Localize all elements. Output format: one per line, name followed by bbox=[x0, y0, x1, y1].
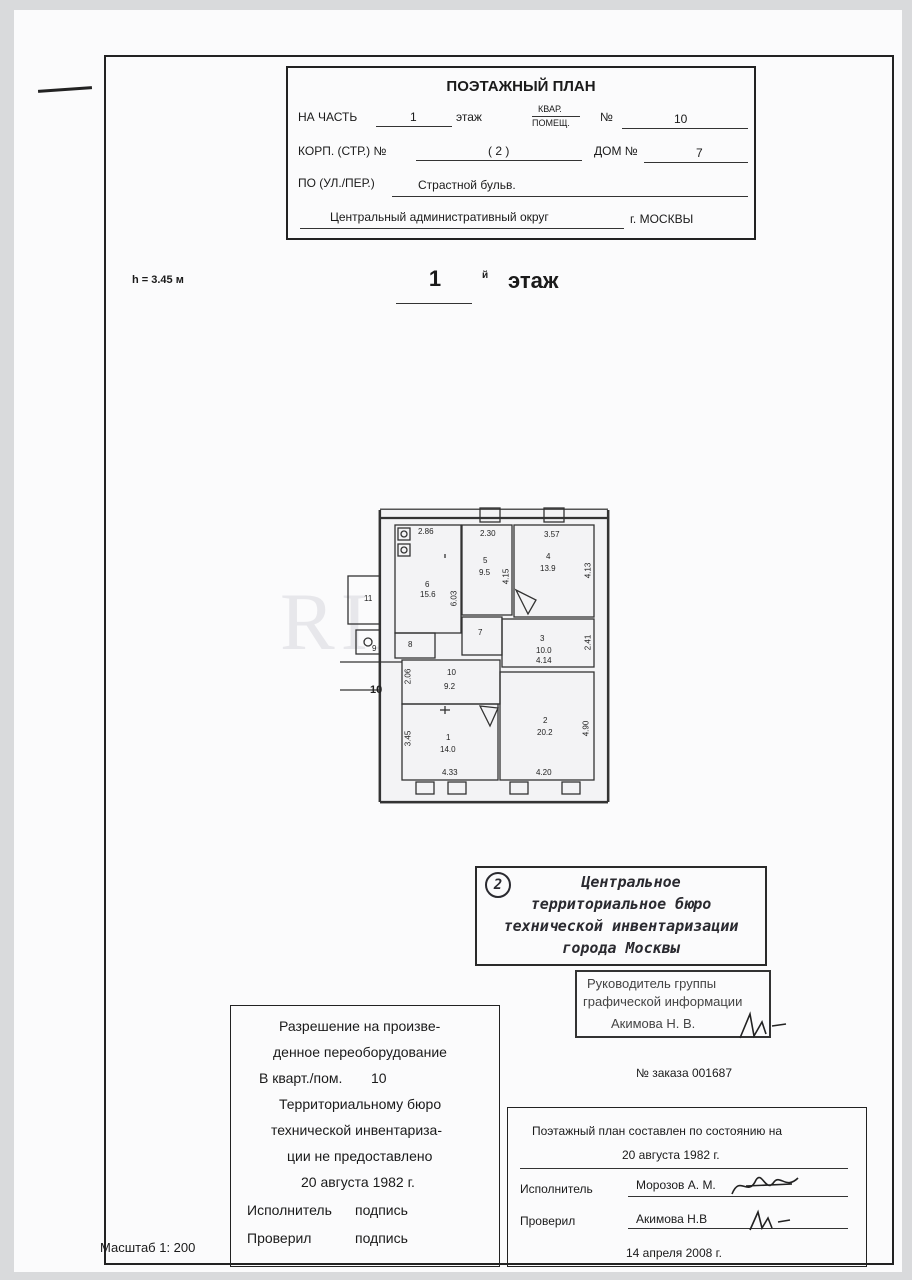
state-line-1: Поэтажный план составлен по состоянию на bbox=[532, 1124, 783, 1138]
floor-word: этаж bbox=[508, 268, 559, 293]
order-number: № заказа 001687 bbox=[636, 1066, 732, 1080]
floor-plan-drawing bbox=[340, 507, 610, 804]
dim-414: 4.14 bbox=[536, 656, 552, 665]
permit-line-5: ции не предоставлено bbox=[287, 1148, 433, 1164]
permit-checked-signature: подпись bbox=[355, 1230, 408, 1246]
dim-603: 6.03 bbox=[449, 590, 459, 607]
room-3-number: 3 bbox=[540, 634, 545, 643]
head-signature-icon bbox=[739, 1011, 787, 1039]
permit-line-3: Территориальному бюро bbox=[279, 1096, 442, 1112]
room-6-number: 6 bbox=[425, 580, 430, 589]
permit-executor: Исполнитель bbox=[247, 1202, 332, 1218]
permit-line-2: денное переоборудование bbox=[273, 1044, 447, 1060]
apartment-marker: 10 bbox=[370, 684, 383, 696]
room-10-area: 9.2 bbox=[444, 682, 456, 691]
house-label: ДОМ № bbox=[594, 144, 638, 158]
head-line-2: графической информации bbox=[583, 994, 743, 1009]
state-date: 20 августа 1982 г. bbox=[622, 1148, 720, 1162]
street-label: ПО (УЛ./ПЕР.) bbox=[298, 176, 375, 190]
permit-checked: Проверил bbox=[247, 1230, 312, 1246]
final-date: 14 апреля 2008 г. bbox=[626, 1246, 722, 1260]
dim-286: 2.86 bbox=[418, 527, 434, 536]
room-4-number: 4 bbox=[546, 552, 551, 561]
dim-433: 4.33 bbox=[442, 768, 458, 777]
dim-206: 2.06 bbox=[403, 668, 413, 685]
permit-flat-value: 10 bbox=[371, 1070, 387, 1086]
permit-flat-label: В кварт./пом. bbox=[259, 1070, 343, 1086]
dim-420: 4.20 bbox=[536, 768, 552, 777]
apartment-number: 10 bbox=[674, 112, 688, 126]
room-10-number: 10 bbox=[447, 668, 456, 677]
room-1-area: 14.0 bbox=[440, 745, 456, 754]
dim-230: 2.30 bbox=[480, 529, 496, 538]
room-7-number: 7 bbox=[478, 628, 483, 637]
scale-label: Масштаб 1: 200 bbox=[100, 1240, 196, 1255]
dim-241: 2.41 bbox=[583, 634, 593, 651]
part-label: НА ЧАСТЬ bbox=[298, 110, 358, 124]
room-4-area: 13.9 bbox=[540, 564, 556, 573]
checked-label: Проверил bbox=[520, 1214, 576, 1228]
checked-name: Акимова Н.В bbox=[636, 1212, 708, 1226]
room-1-number: 1 bbox=[446, 733, 451, 742]
head-name: Акимова Н. В. bbox=[611, 1016, 696, 1031]
dim-357: 3.57 bbox=[544, 530, 560, 539]
room-11-number: 11 bbox=[364, 594, 373, 603]
room-9-number: 9 bbox=[372, 644, 377, 653]
stamp-line-2: территориальное бюро bbox=[530, 895, 712, 913]
room-2-area: 20.2 bbox=[537, 728, 553, 737]
city: г. МОСКВЫ bbox=[630, 212, 694, 226]
korp-value: ( 2 ) bbox=[488, 144, 510, 158]
room-3-area: 10.0 bbox=[536, 646, 552, 655]
permit-executor-signature: подпись bbox=[355, 1202, 408, 1218]
room-5-number: 5 bbox=[483, 556, 488, 565]
title-block: ПОЭТАЖНЫЙ ПЛАН НА ЧАСТЬ 1 этаж КВАР. ПОМ… bbox=[286, 66, 756, 240]
state-box: Поэтажный план составлен по состоянию на… bbox=[507, 1107, 867, 1267]
room-8-number: 8 bbox=[408, 640, 413, 649]
room-2-number: 2 bbox=[543, 716, 548, 725]
head-line-1: Руководитель группы bbox=[587, 976, 717, 991]
dim-490: 4.90 bbox=[581, 720, 591, 737]
pomesch-label: ПОМЕЩ. bbox=[532, 118, 570, 128]
dim-345: 3.45 bbox=[403, 730, 413, 747]
floor-suffix: й bbox=[482, 270, 489, 281]
stamp-line-4: города Москвы bbox=[562, 939, 680, 957]
bti-stamp: 2 Центральное территориальное бюро техни… bbox=[475, 866, 767, 966]
dim-413: 4.13 bbox=[583, 562, 593, 579]
plan-title: ПОЭТАЖНЫЙ ПЛАН bbox=[446, 78, 596, 95]
ceiling-height: h = 3.45 м bbox=[132, 274, 184, 286]
stamp-line-3: технической инвентаризации bbox=[503, 917, 739, 935]
permit-line-1: Разрешение на произве- bbox=[279, 1018, 441, 1034]
executor-signature-icon bbox=[731, 1176, 799, 1195]
house-number: 7 bbox=[696, 146, 703, 160]
floor-number: 1 bbox=[428, 266, 442, 291]
dim-415: 4.15 bbox=[501, 568, 511, 585]
permit-line-4: технической инвентаризa- bbox=[271, 1122, 443, 1138]
room-5-area: 9.5 bbox=[479, 568, 491, 577]
permit-line-6: 20 августа 1982 г. bbox=[301, 1174, 415, 1190]
kvar-label: КВАР. bbox=[538, 104, 562, 114]
executor-label: Исполнитель bbox=[520, 1182, 593, 1196]
number-sign: № bbox=[600, 110, 613, 124]
part-value: 1 bbox=[410, 110, 417, 124]
executor-name: Морозов А. М. bbox=[636, 1178, 716, 1192]
district: Центральный административный округ bbox=[330, 210, 549, 224]
checker-signature-icon bbox=[749, 1209, 791, 1231]
stamp-number: 2 bbox=[485, 872, 511, 898]
permit-box: Разрешение на произве- денное переоборуд… bbox=[230, 1005, 500, 1267]
room-6-area: 15.6 bbox=[420, 590, 436, 599]
street-value: Страстной бульв. bbox=[418, 178, 516, 192]
stamp-line-1: Центральное bbox=[581, 873, 681, 891]
floor-label: этаж bbox=[456, 110, 482, 124]
floor-plan: 6 15.6 5 9.5 4 13.9 7 3 10.0 8 9 11 10 9… bbox=[340, 500, 630, 812]
head-stamp: Руководитель группы графической информац… bbox=[575, 970, 771, 1038]
korp-label: КОРП. (СТР.) № bbox=[298, 144, 387, 158]
